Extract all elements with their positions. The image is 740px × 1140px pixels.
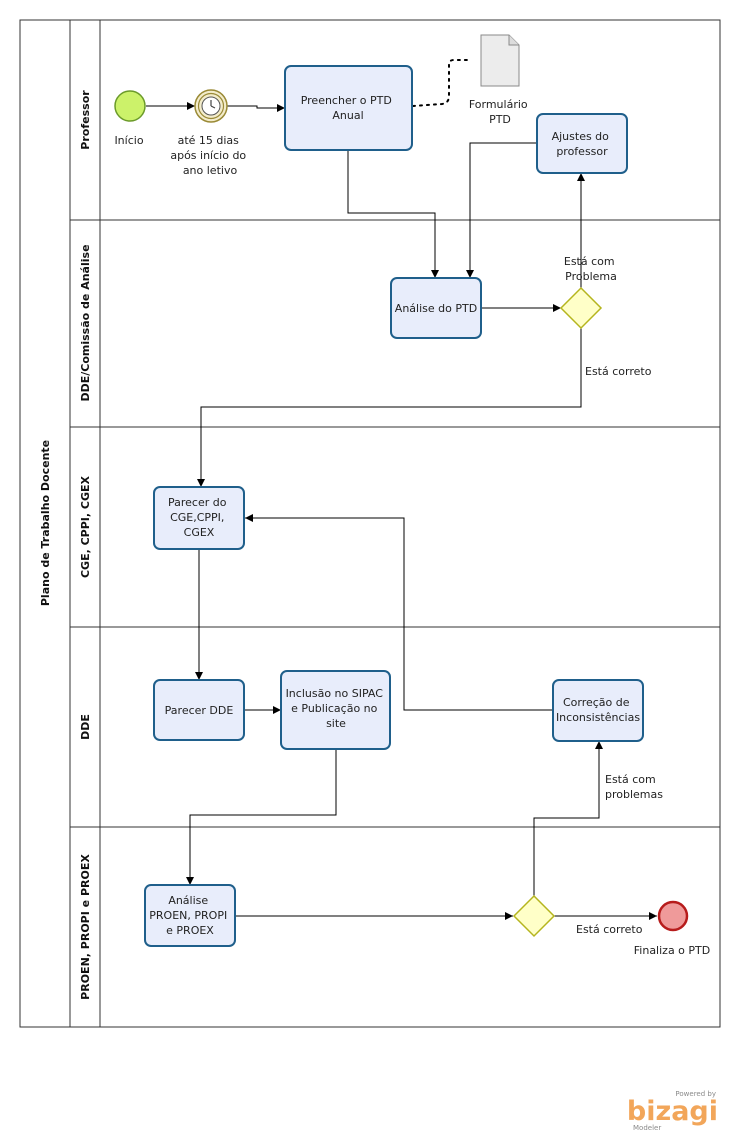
task-preencher-ptd[interactable]: Preencher o PTD Anual [284, 65, 413, 151]
task-inclusao-sipac[interactable]: Inclusão no SIPAC e Publicação no site [280, 670, 391, 750]
task-preencher-ptd-label: Preencher o PTD Anual [301, 94, 396, 122]
start-event-label: Início [114, 134, 143, 147]
lane-title-dde-comissao: DDE/Comissão de Análise [79, 244, 92, 401]
task-analise-ptd[interactable]: Análise do PTD [390, 277, 482, 339]
lane-title-professor: Professor [79, 90, 92, 150]
task-analise-proen[interactable]: Análise PROEN, PROPI e PROEX [144, 884, 236, 947]
lane-titles: Professor DDE/Comissão de Análise CGE, C… [79, 90, 92, 1000]
pool: Plano de Trabalho Docente [19, 19, 721, 1028]
clock-icon [201, 96, 221, 116]
flow-timer-to-preencher [227, 104, 285, 112]
end-event[interactable] [657, 900, 689, 932]
task-parecer-cge-label: Parecer do CGE,CPPI, CGEX [168, 496, 230, 539]
gateway-analise[interactable] [559, 286, 603, 330]
task-correcao-inconsistencias[interactable]: Correção de Inconsistências [552, 679, 644, 742]
task-parecer-dde[interactable]: Parecer DDE [153, 679, 245, 741]
task-inclusao-sipac-label: Inclusão no SIPAC e Publicação no site [286, 687, 387, 730]
branding-product: Modeler [633, 1124, 661, 1132]
timer-event-label: até 15 dias após início do ano letivo [170, 134, 249, 177]
task-analise-ptd-label: Análise do PTD [395, 302, 477, 315]
lane-title-proen: PROEN, PROPI e PROEX [79, 854, 92, 1000]
task-ajustes-professor[interactable]: Ajustes do professor [536, 113, 628, 174]
flow-preencher-to-analise [347, 150, 439, 278]
lane-title-cge: CGE, CPPI, CGEX [79, 475, 92, 578]
start-event[interactable] [114, 90, 146, 122]
document-label: Formulário PTD [469, 98, 531, 126]
task-correcao-inconsistencias-label: Correção de Inconsistências [556, 696, 640, 724]
flow-inclusao-to-analise-proen [186, 749, 337, 885]
branding-name: bizagi [627, 1096, 718, 1127]
task-ajustes-professor-label: Ajustes do professor [552, 130, 613, 158]
branding-powered: Powered by [675, 1090, 716, 1098]
pool-title: Plano de Trabalho Docente [39, 440, 52, 606]
label-esta-com-problema: Está com Problema [564, 255, 618, 283]
bizagi-logo: Powered by bizagi Modeler [627, 1090, 718, 1132]
task-parecer-cge[interactable]: Parecer do CGE,CPPI, CGEX [153, 486, 245, 550]
lane-title-dde: DDE [79, 714, 92, 740]
label-esta-correto-2: Está correto [576, 923, 643, 936]
flow-gateway1-to-parecer-cge [197, 328, 582, 487]
flow-gateway2-to-correcao [533, 741, 603, 896]
document-association [412, 59, 471, 107]
end-event-label: Finaliza o PTD [634, 944, 710, 957]
label-esta-correto-1: Está correto [585, 365, 652, 378]
gateway-proen[interactable] [512, 894, 556, 938]
task-analise-proen-label: Análise PROEN, PROPI e PROEX [149, 894, 230, 937]
flow-correcao-to-parecer-cge [245, 514, 553, 711]
task-parecer-dde-label: Parecer DDE [165, 704, 234, 717]
document-icon[interactable] [480, 34, 520, 87]
flow-ajustes-to-analise [466, 142, 537, 278]
label-esta-com-problemas: Está com problemas [605, 773, 663, 801]
sequence-flows [146, 102, 657, 920]
